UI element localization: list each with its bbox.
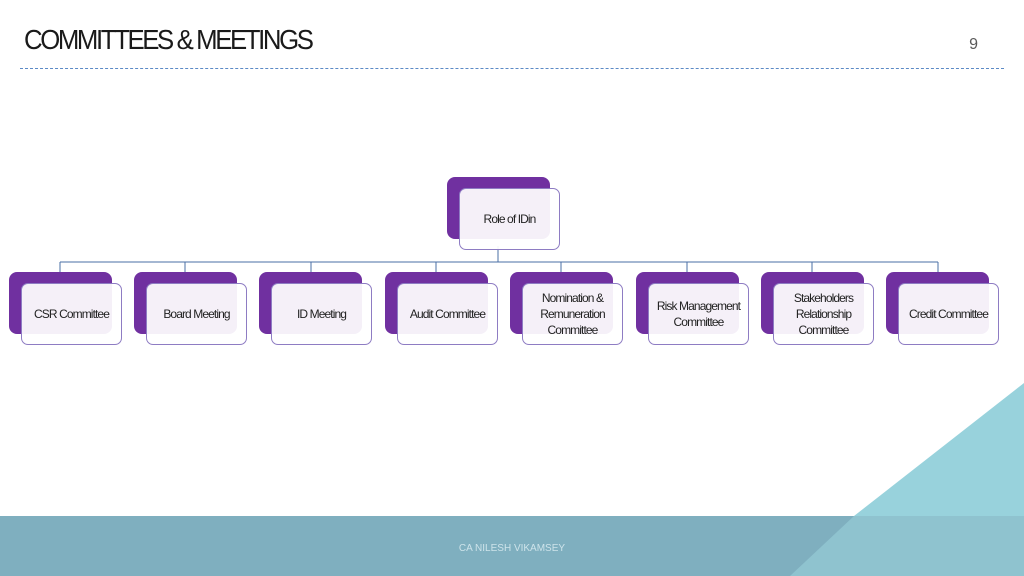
node-label: Credit Committee [909, 307, 989, 321]
teal-corner-triangle [854, 383, 1024, 516]
node-label: CSR Committee [34, 307, 110, 321]
node-label: Risk Management Committee [656, 299, 741, 329]
node-card: Role of IDin [459, 188, 560, 250]
node-label: Nomination & Remuneration Committee [540, 291, 605, 337]
node-card: Credit Committee [898, 283, 999, 345]
node-card: CSR Committee [21, 283, 122, 345]
node-label: Board Meeting [163, 307, 230, 321]
node-label: Audit Committee [409, 307, 486, 321]
slide-title: COMMITTEES & MEETINGS [24, 24, 314, 55]
node-label: Role of IDin [483, 212, 537, 226]
node-card: ID Meeting [271, 283, 372, 345]
node-card: Risk Management Committee [648, 283, 749, 345]
node-card: Stakeholders Relationship Committee [773, 283, 874, 345]
node-label: Stakeholders Relationship Committee [793, 291, 854, 337]
node-card: Audit Committee [397, 283, 498, 345]
page-number: 9 [969, 36, 978, 53]
title-divider [20, 68, 1004, 69]
footer-presenter: CA NILESH VIKAMSEY [458, 543, 566, 554]
teal-corner-band [790, 516, 1024, 576]
node-label: ID Meeting [296, 307, 347, 321]
node-card: Board Meeting [146, 283, 247, 345]
node-card: Nomination & Remuneration Committee [522, 283, 623, 345]
